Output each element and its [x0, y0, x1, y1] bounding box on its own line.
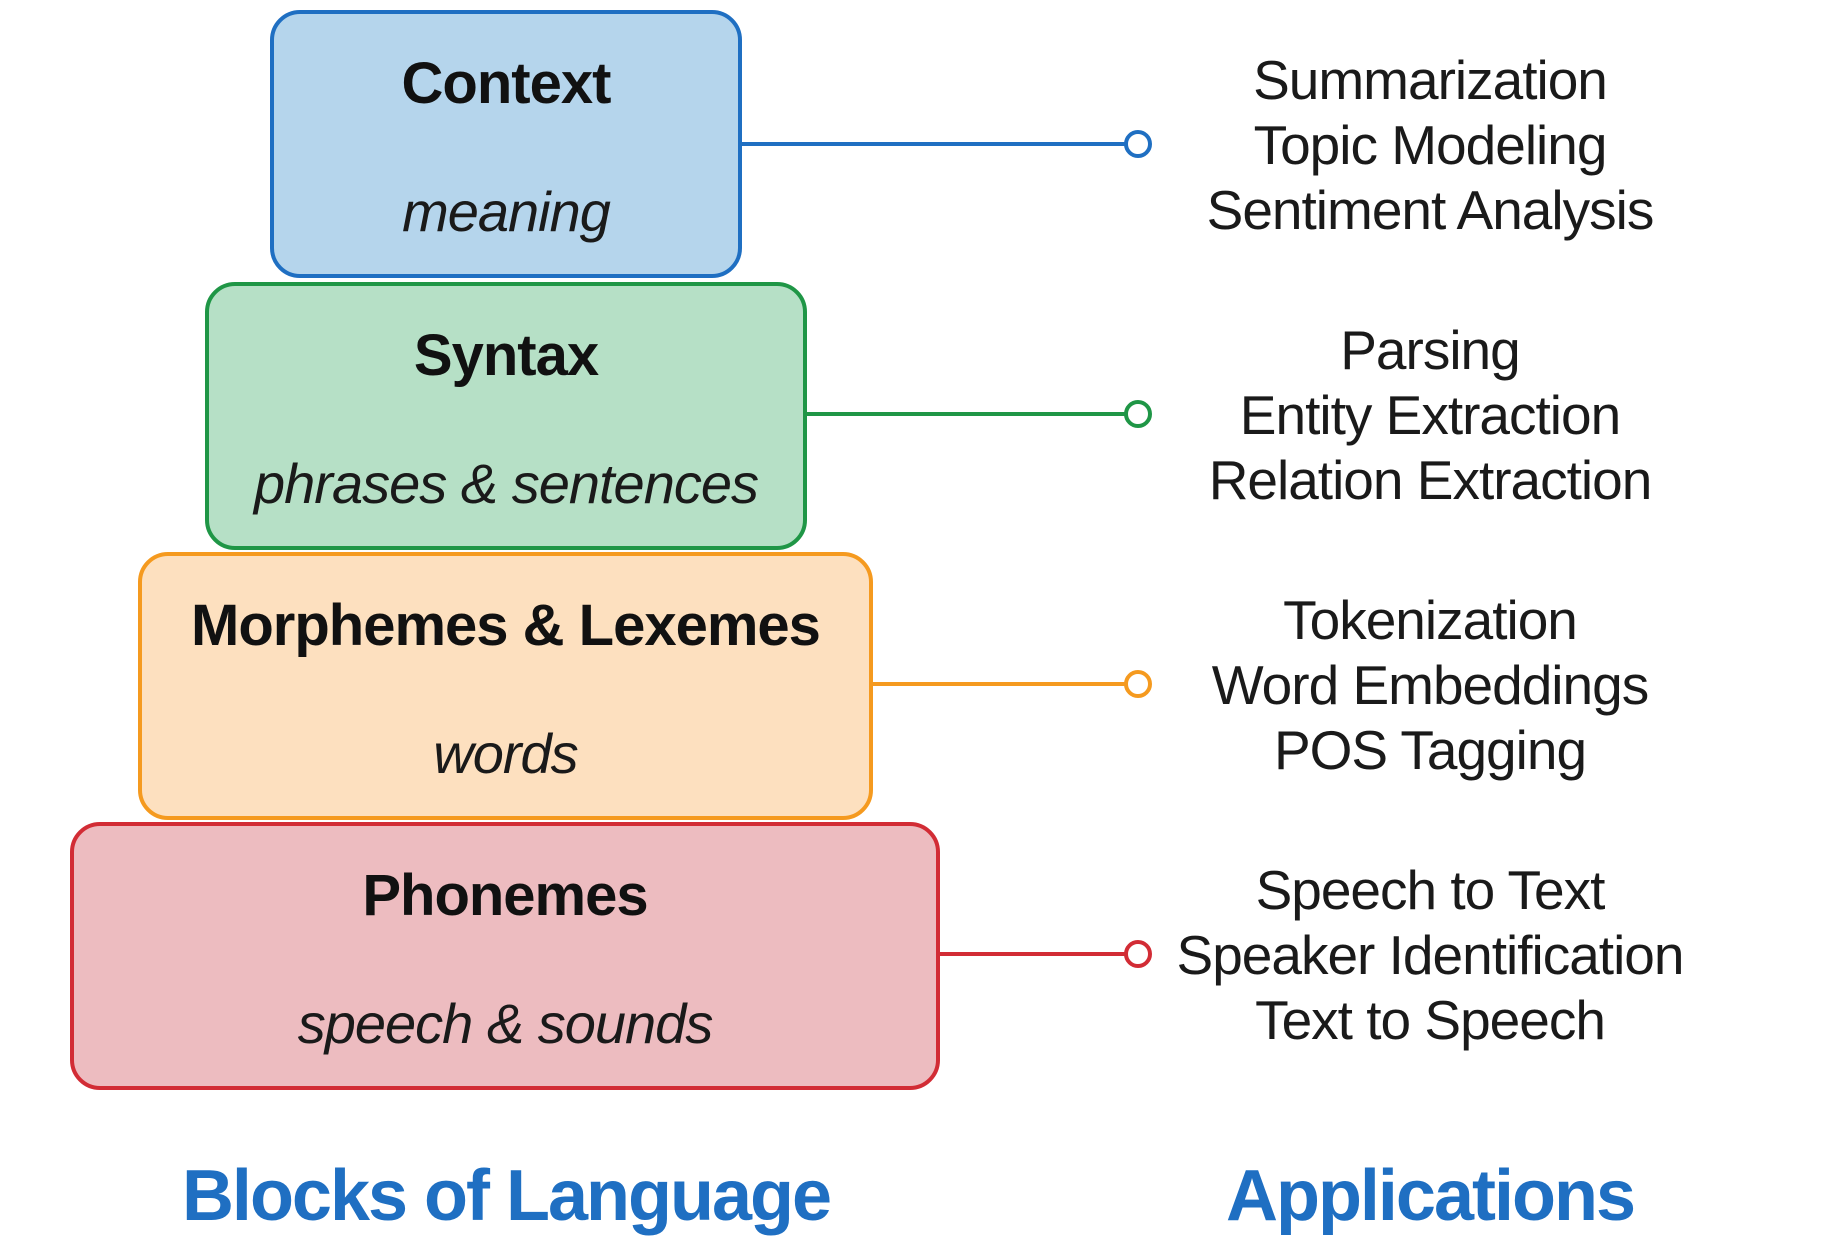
connector-context-end: [1124, 130, 1152, 158]
app-text-to-speech: Text to Speech: [1255, 989, 1606, 1051]
apps-morphemes-lexemes: Tokenization Word Embeddings POS Tagging: [1150, 588, 1710, 783]
block-phonemes-title: Phonemes: [362, 863, 648, 928]
block-context-subtitle: meaning: [402, 180, 611, 243]
connector-morphemes-end: [1124, 670, 1152, 698]
block-phonemes-subtitle: speech & sounds: [297, 992, 714, 1055]
app-speech-to-text: Speech to Text: [1255, 859, 1606, 921]
block-morphemes-lexemes-subtitle: words: [433, 722, 578, 785]
connector-context-line: [742, 142, 1128, 146]
apps-syntax: Parsing Entity Extraction Relation Extra…: [1150, 318, 1710, 513]
app-entity-extraction: Entity Extraction: [1239, 384, 1621, 446]
apps-phonemes: Speech to Text Speaker Identification Te…: [1150, 858, 1710, 1053]
block-syntax-subtitle: phrases & sentences: [254, 452, 759, 515]
app-topic-modeling: Topic Modeling: [1253, 114, 1608, 176]
block-morphemes-lexemes: Morphemes & Lexemes words: [138, 552, 873, 820]
app-parsing: Parsing: [1340, 319, 1520, 381]
connector-phonemes-line: [940, 952, 1128, 956]
app-tokenization: Tokenization: [1283, 589, 1578, 651]
app-word-embeddings: Word Embeddings: [1211, 654, 1649, 716]
apps-context: Summarization Topic Modeling Sentiment A…: [1150, 48, 1710, 243]
connector-phonemes-end: [1124, 940, 1152, 968]
app-summarization: Summarization: [1253, 49, 1608, 111]
app-speaker-identification: Speaker Identification: [1176, 924, 1685, 986]
block-phonemes: Phonemes speech & sounds: [70, 822, 940, 1090]
connector-syntax-end: [1124, 400, 1152, 428]
footer-blocks-of-language: Blocks of Language: [181, 1156, 832, 1236]
app-relation-extraction: Relation Extraction: [1208, 449, 1653, 511]
block-context: Context meaning: [270, 10, 742, 278]
block-syntax-title: Syntax: [413, 323, 599, 388]
block-syntax: Syntax phrases & sentences: [205, 282, 807, 550]
block-context-title: Context: [401, 51, 612, 116]
app-sentiment-analysis: Sentiment Analysis: [1206, 179, 1655, 241]
block-morphemes-lexemes-title: Morphemes & Lexemes: [191, 593, 821, 658]
connector-syntax-line: [807, 412, 1128, 416]
connector-morphemes-line: [873, 682, 1128, 686]
app-pos-tagging: POS Tagging: [1273, 719, 1587, 781]
footer-applications: Applications: [1225, 1156, 1636, 1236]
